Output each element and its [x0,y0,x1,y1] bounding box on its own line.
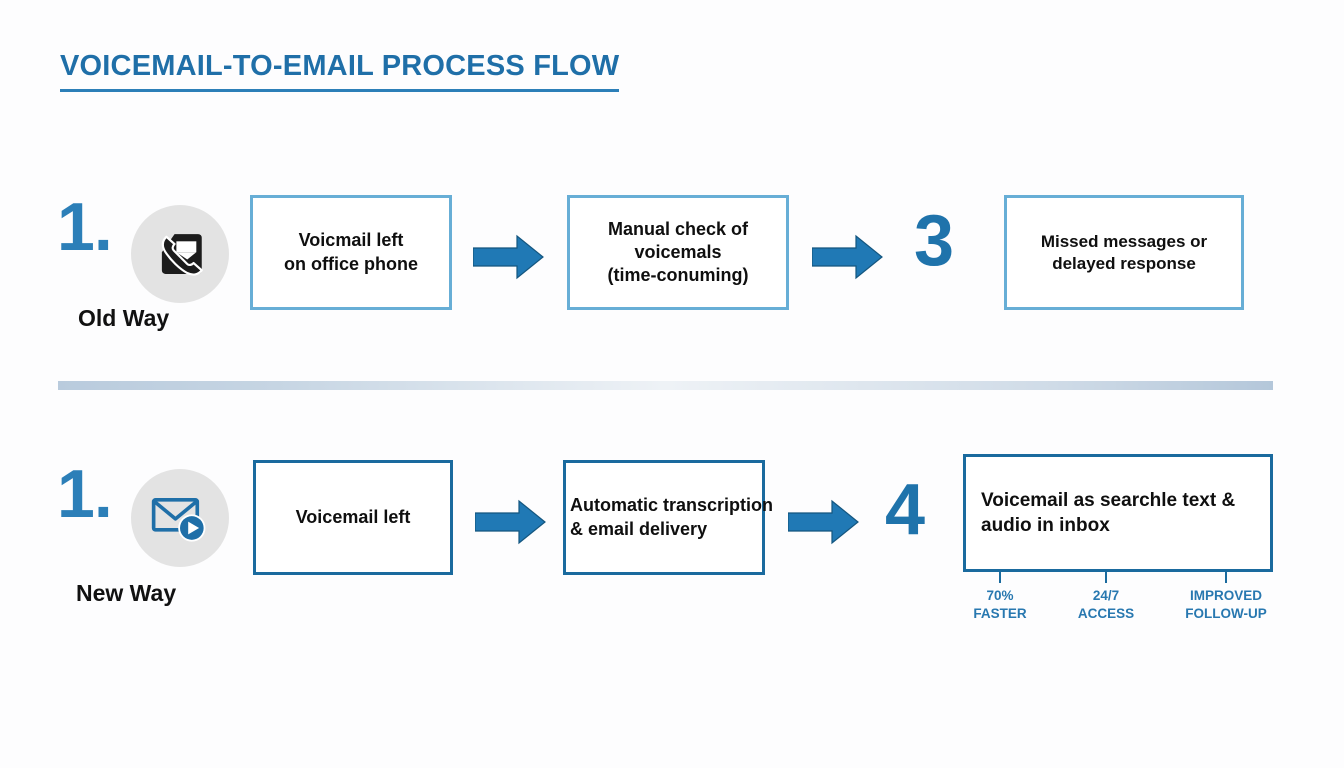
step-number-new: 1. [57,456,113,532]
way-label-old: Old Way [78,305,170,331]
process-box-new-2-text: Automatic transcription& email delivery [570,495,774,539]
envelope-play-icon [131,469,229,567]
flow-digit-4: 4 [885,470,926,550]
process-box-new-2: Automatic transcription& email delivery [563,460,773,575]
stat-label: FOLLOW-UP [1185,605,1267,621]
stat-item: IMPROVED FOLLOW-UP [1185,587,1266,622]
phone-voicemail-icon [131,205,229,303]
flow-digit-3: 3 [914,201,955,281]
stat-value: 24/7 [1092,588,1120,603]
process-box-new-1: Voicemail left [253,460,453,575]
stat-item: 24/7 ACCESS [1078,587,1134,622]
stat-tick [999,572,1001,583]
arrow-right-icon [787,498,860,551]
stat-tick [1105,572,1107,583]
arrow-right-icon [811,233,884,286]
stat-label: ACCESS [1077,605,1135,621]
benefit-stats-group: 70% FASTER 24/7 ACCESS IMPROVED FOLLOW-U… [963,572,1273,642]
section-divider [58,381,1273,390]
stat-label: FASTER [973,605,1027,621]
stat-tick [1225,572,1227,583]
process-box-new-3: Voicemail as searchle text &audio in inb… [963,454,1273,572]
stat-item: 70% FASTER [973,587,1026,622]
page-title: VOICEMAIL-TO-EMAIL PROCESS FLOW [60,50,620,92]
arrow-right-icon [474,498,547,551]
way-label-new: New Way [76,580,177,606]
flow-row-new-way: 1. New Way Voicemail left Automatic tran… [0,452,1344,652]
stat-value: 70% [986,588,1014,603]
process-box-new-3-text: Voicemail as searchle text &audio in inb… [981,489,1236,536]
process-box-new-1-text: Voicemail left [295,506,411,527]
stat-value: IMPROVED [1189,588,1262,603]
step-number-old: 1. [57,189,113,265]
arrow-right-icon [472,233,545,286]
